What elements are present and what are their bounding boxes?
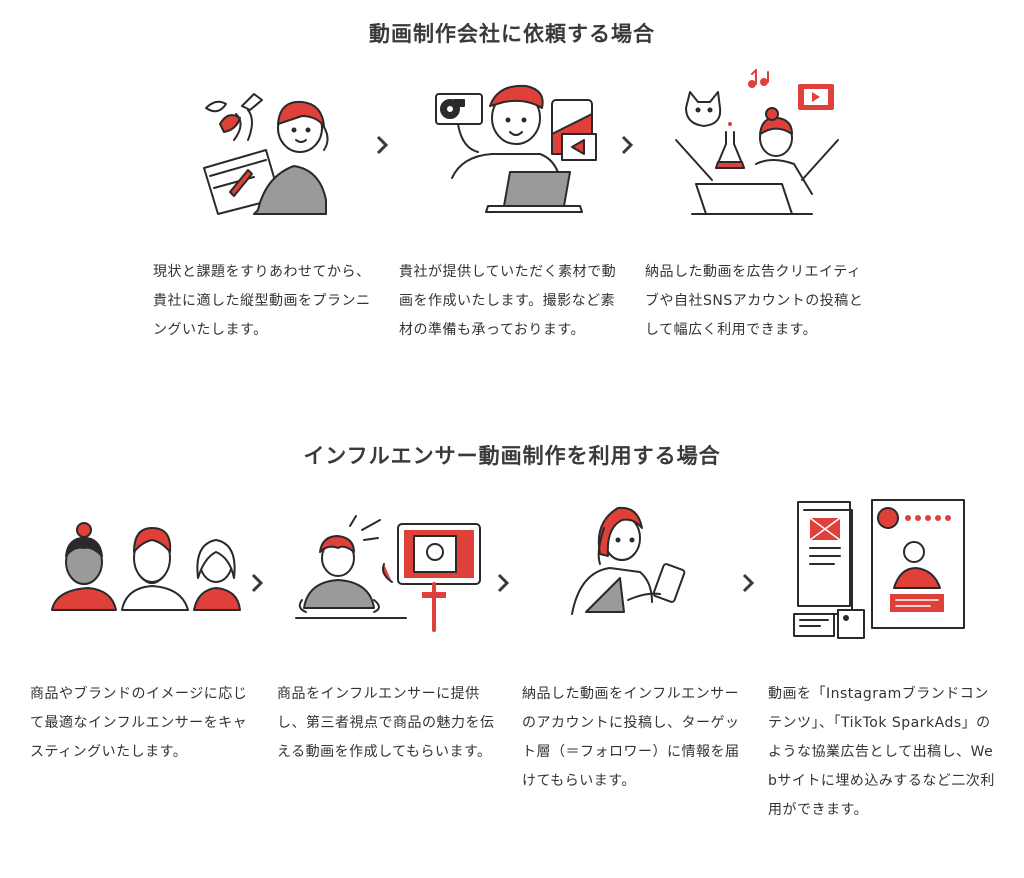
step-description: 現状と課題をすりあわせてから、貴社に適した縦型動画をプランニングいたします。 <box>153 264 371 338</box>
chevron-right-icon <box>497 573 510 593</box>
step-description: 商品やブランドのイメージに応じて最適なインフルエンサーをキャスティングいたします… <box>30 686 248 760</box>
section-1-title: 動画制作会社に依頼する場合 <box>369 22 655 46</box>
step-description: 貴社が提供していただく素材で動画を作成いたします。撮影など素材の準備も承っており… <box>399 264 617 338</box>
influencer-posting-illustration <box>566 502 690 622</box>
step-description: 商品をインフルエンサーに提供し、第三者視点で商品の魅力を伝える動画を作成してもら… <box>277 686 495 760</box>
creator-laptop-illustration <box>672 64 842 224</box>
secondary-use-illustration <box>790 496 970 646</box>
videographer-illustration <box>432 78 602 218</box>
influencer-filming-illustration <box>294 512 490 632</box>
chevron-right-icon <box>621 135 634 155</box>
influencer-casting-illustration <box>48 518 242 614</box>
step-description: 納品した動画を広告クリエイティブや自社SNSアカウントの投稿として幅広く利用でき… <box>645 264 864 338</box>
step-description: 動画を「Instagramブランドコンテンツ」、「TikTok SparkAds… <box>768 686 995 818</box>
section-2-title: インフルエンサー動画制作を利用する場合 <box>303 444 721 468</box>
planning-woman-illustration <box>196 80 336 220</box>
chevron-right-icon <box>251 573 264 593</box>
step-description: 納品した動画をインフルエンサーのアカウントに投稿し、ターゲット層（＝フォロワー）… <box>522 686 740 789</box>
chevron-right-icon <box>742 573 755 593</box>
chevron-right-icon <box>376 135 389 155</box>
